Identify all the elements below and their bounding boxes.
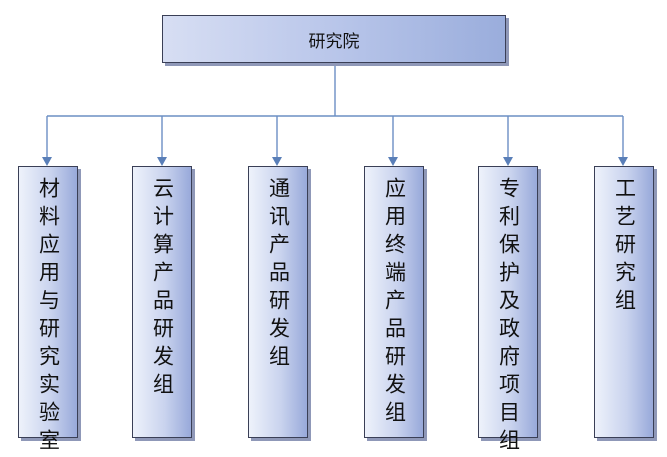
child-node-cloud-computing: 云计算产品研发组 (132, 166, 192, 438)
root-node-research-institute: 研究院 (162, 15, 506, 63)
root-node-label: 研究院 (308, 31, 360, 52)
child-node-label: 材料应用与研究实验室 (36, 177, 61, 457)
child-node-label: 应用终端产品研发组 (382, 177, 407, 429)
child-node-communications: 通讯产品研发组 (248, 166, 308, 438)
child-node-label: 通讯产品研发组 (266, 177, 291, 373)
child-node-patent-government: 专利保护及政府项目组 (478, 166, 538, 457)
child-node-label: 工艺研究组 (612, 177, 637, 317)
child-node-materials-lab: 材料应用与研究实验室 (18, 166, 78, 457)
child-node-label: 云计算产品研发组 (150, 177, 175, 401)
child-node-label: 专利保护及政府项目组 (496, 177, 521, 457)
child-node-process-research: 工艺研究组 (594, 166, 654, 438)
child-node-terminal-products: 应用终端产品研发组 (364, 166, 424, 438)
